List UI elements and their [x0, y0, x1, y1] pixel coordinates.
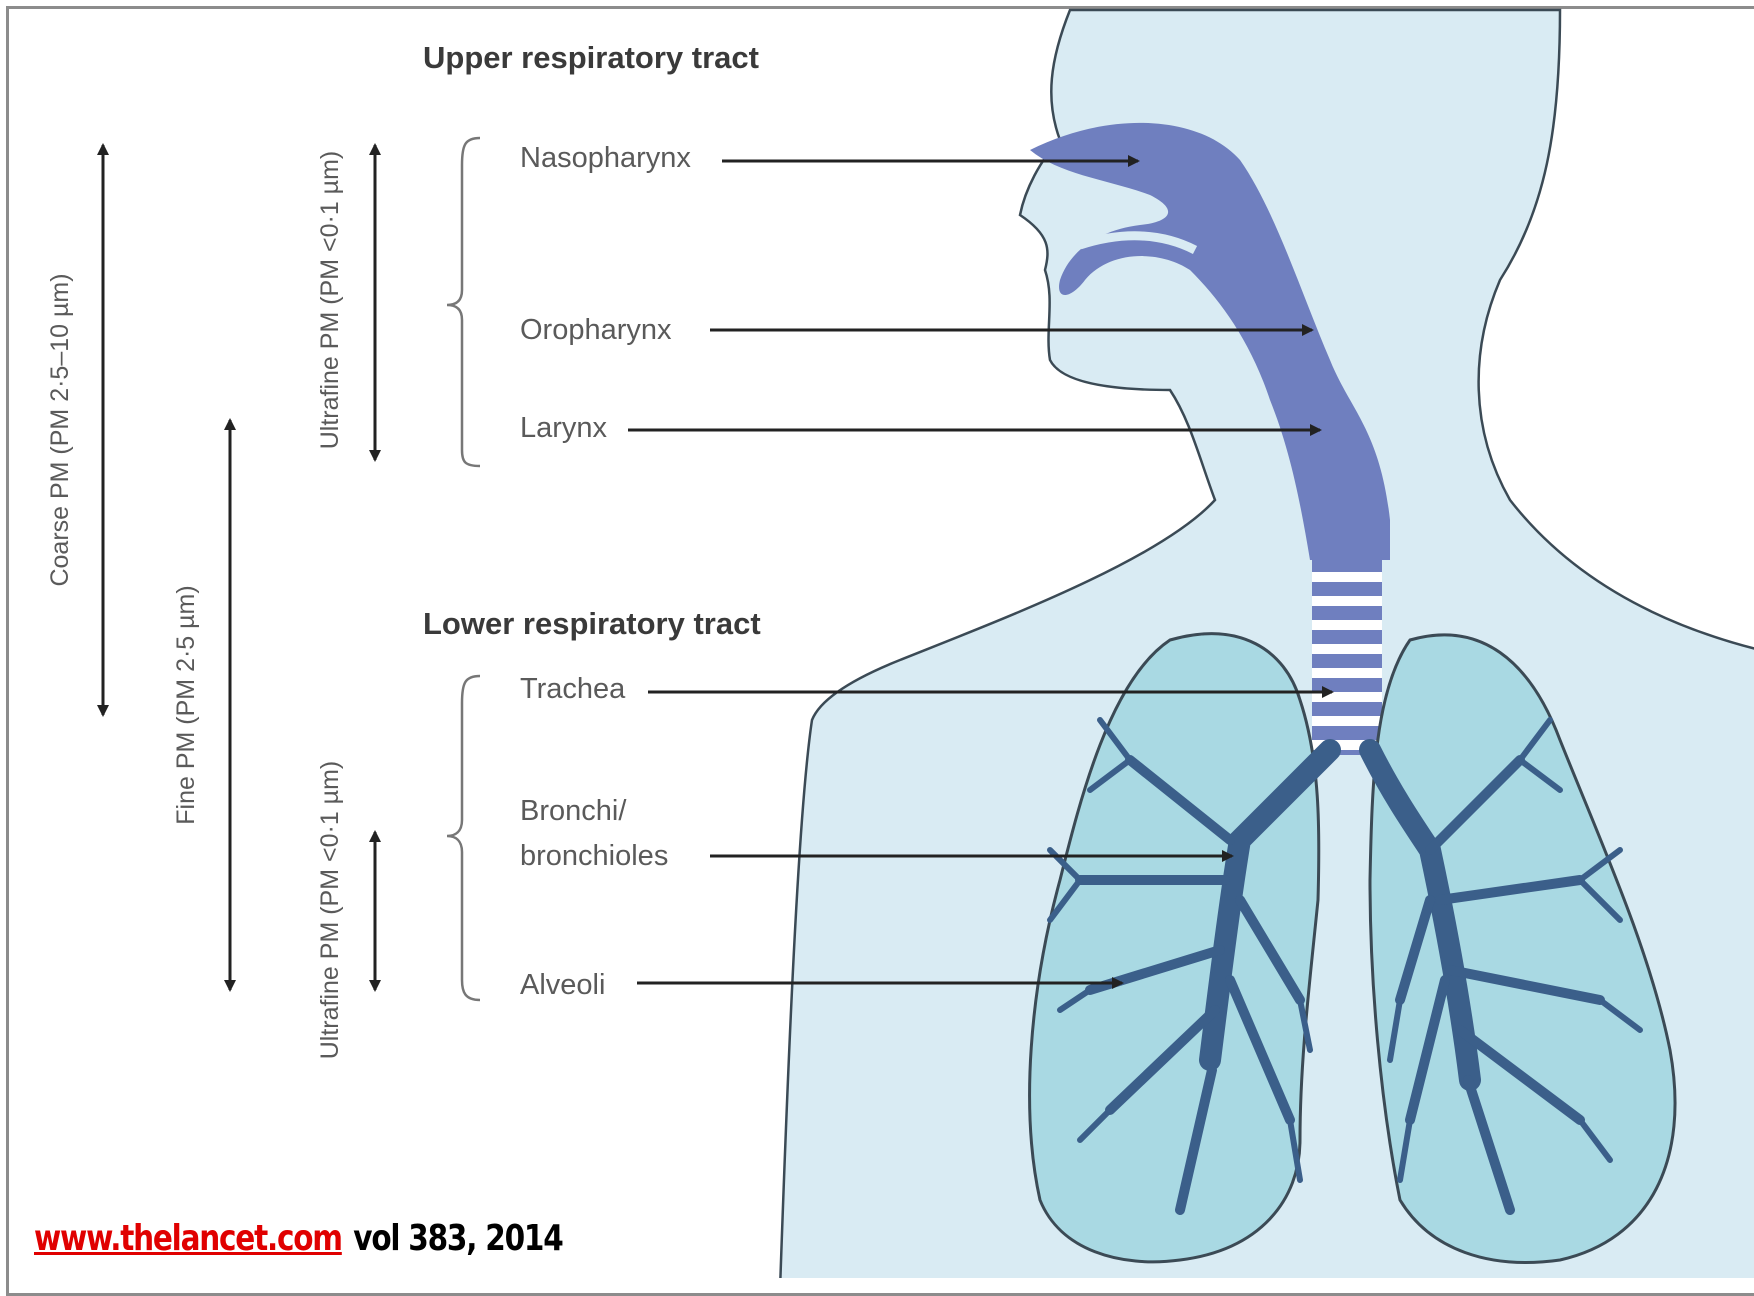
lower-tract-heading: Lower respiratory tract	[423, 606, 761, 641]
upper-tract-heading: Upper respiratory tract	[423, 40, 759, 75]
label-larynx: Larynx	[520, 412, 608, 444]
label-fine-pm: Fine PM (PM 2·5 µm)	[172, 585, 200, 824]
lancet-link[interactable]: www.thelancet.com	[34, 1218, 342, 1259]
label-ultrafine-lower: Ultrafine PM (PM <0·1 µm)	[316, 761, 344, 1060]
label-oropharynx: Oropharynx	[520, 314, 672, 346]
citation-footer: www.thelancet.com vol 383, 2014	[34, 1218, 563, 1259]
label-ultrafine-upper: Ultrafine PM (PM <0·1 µm)	[316, 151, 344, 450]
label-nasopharynx: Nasopharynx	[520, 142, 691, 174]
volume-text: vol 383, 2014	[353, 1218, 562, 1259]
label-trachea: Trachea	[520, 673, 626, 705]
upper-brace	[447, 138, 480, 466]
label-bronchioles: bronchioles	[520, 840, 668, 872]
trachea	[1312, 555, 1382, 755]
label-alveoli: Alveoli	[520, 969, 605, 1001]
lower-brace	[447, 676, 480, 1000]
label-bronchi: Bronchi/	[520, 795, 627, 827]
label-coarse-pm: Coarse PM (PM 2·5–10 µm)	[46, 273, 74, 586]
